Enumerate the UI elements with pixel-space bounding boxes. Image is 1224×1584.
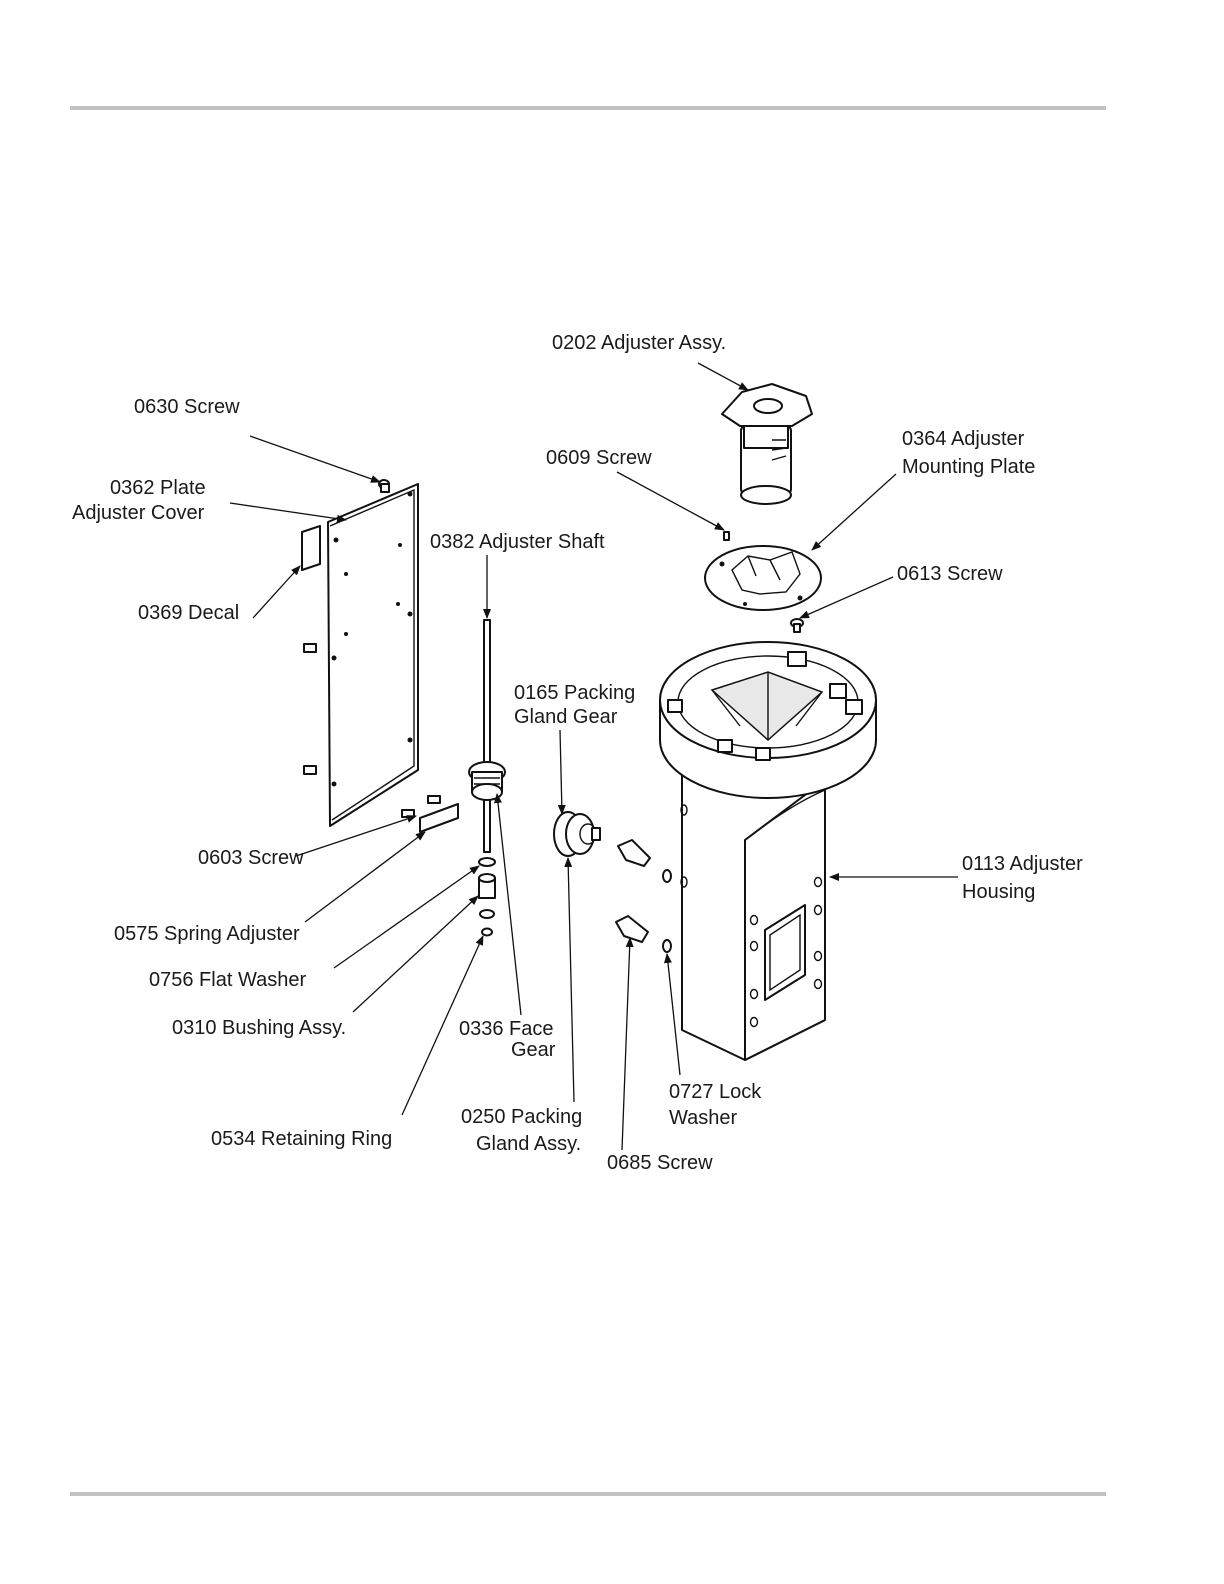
plate-adjuster-cover-part xyxy=(327,483,419,827)
bushing-assy-part xyxy=(478,873,496,899)
label-0310-bushing-assy: 0310 Bushing Assy. xyxy=(172,1017,346,1039)
label-0609-screw: 0609 Screw xyxy=(546,447,652,469)
header-rule xyxy=(70,106,1106,110)
label-0756-flat-washer: 0756 Flat Washer xyxy=(149,969,306,991)
label-0575-spring-adjuster: 0575 Spring Adjuster xyxy=(114,923,300,945)
label-0202-adjuster-assy: 0202 Adjuster Assy. xyxy=(552,332,726,354)
spring-adjuster-part xyxy=(419,803,459,833)
decal-part xyxy=(301,525,321,571)
label-0369-decal: 0369 Decal xyxy=(138,602,239,624)
footer-rule xyxy=(70,1492,1106,1496)
adjuster-housing-part xyxy=(659,641,877,1061)
leader-lines xyxy=(229,362,958,1151)
label-0630-screw: 0630 Screw xyxy=(134,396,240,418)
adjuster-mounting-plate-part xyxy=(704,545,822,611)
adjuster-shaft-part xyxy=(468,619,506,853)
lock-washer-part xyxy=(662,869,672,953)
label-0382-adjuster-shaft: 0382 Adjuster Shaft xyxy=(430,531,605,553)
adjuster-assy-part xyxy=(721,383,813,505)
packing-gland-part xyxy=(553,811,601,857)
screw-0630-part xyxy=(378,479,390,493)
retaining-ring-part xyxy=(481,927,493,937)
screw-0685-part xyxy=(615,839,651,943)
flat-washer-part xyxy=(478,857,496,867)
label-0603-screw: 0603 Screw xyxy=(198,847,304,869)
label-0534-retaining-ring: 0534 Retaining Ring xyxy=(211,1128,392,1150)
lower-washer-part xyxy=(479,909,495,919)
cover-side-screws xyxy=(303,643,317,775)
screw-0613-part xyxy=(790,618,804,633)
label-0685-screw: 0685 Screw xyxy=(607,1152,713,1174)
screw-0609-part xyxy=(723,531,730,541)
label-0613-screw: 0613 Screw xyxy=(897,563,1003,585)
